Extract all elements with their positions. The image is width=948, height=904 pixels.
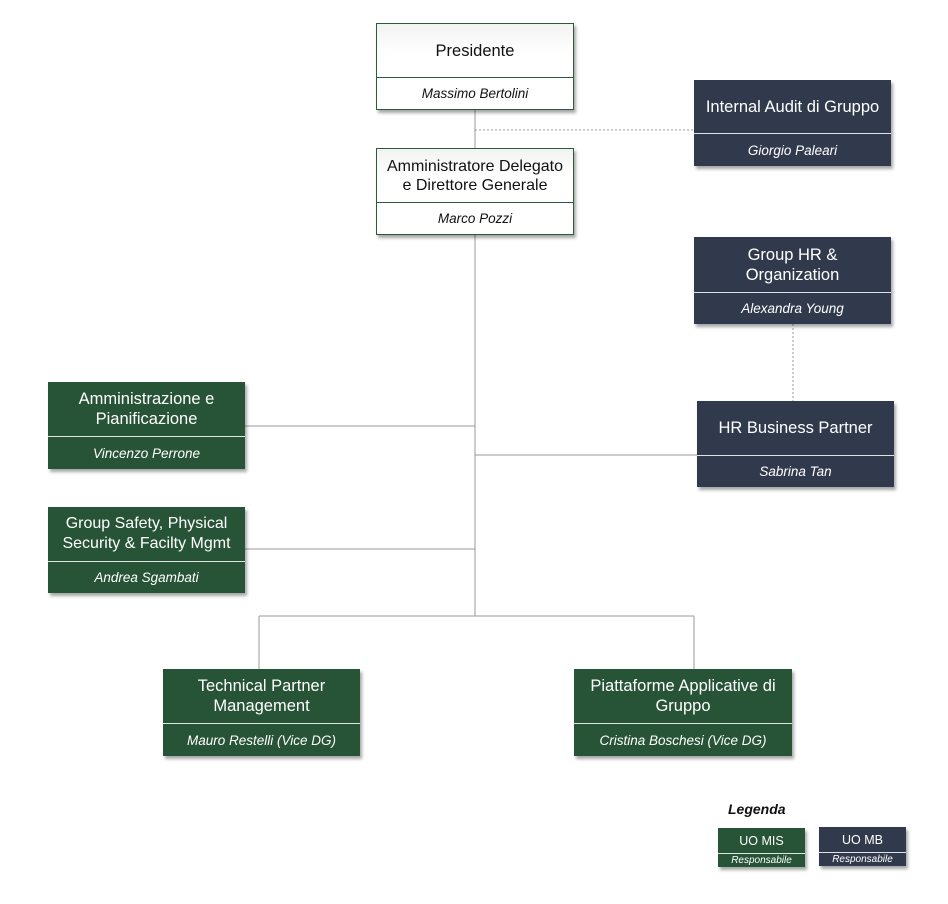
node-group-hr: Group HR & Organization Alexandra Young [694,237,891,324]
node-title: Group HR & Organization [745,245,840,284]
legend-label: UO MIS [739,833,784,848]
node-name: Massimo Bertolini [377,77,573,109]
node-name: Mauro Restelli (Vice DG) [163,723,360,756]
node-title: Group Safety, Physical Security & Facilt… [62,515,231,552]
legend-sub: Responsabile [819,852,906,866]
node-title: Piattaforme Applicative di Gruppo [590,677,776,715]
node-name: Cristina Boschesi (Vice DG) [574,723,792,756]
node-name: Sabrina Tan [697,455,894,487]
node-technical-partner: Technical Partner Management Mauro Reste… [163,669,360,756]
node-name: Alexandra Young [694,292,891,324]
legend-uo-mb: UO MB Responsabile [819,827,906,866]
node-title: Presidente [377,24,573,77]
node-name: Marco Pozzi [377,202,573,234]
node-presidente: Presidente Massimo Bertolini [376,23,574,110]
legend-title: Legenda [728,801,786,817]
legend-sub: Responsabile [718,853,805,867]
node-ad-dg: Amministratore Delegato e Direttore Gene… [376,148,574,235]
legend-label: UO MB [842,832,883,847]
node-name: Giorgio Paleari [694,133,891,166]
node-title: HR Business Partner [718,419,873,437]
node-name: Andrea Sgambati [48,561,245,593]
node-title: Amministratore Delegato e Direttore Gene… [377,149,573,202]
node-amministrazione: Amministrazione e Pianificazione Vincenz… [48,382,245,469]
node-internal-audit: Internal Audit di Gruppo Giorgio Paleari [694,80,891,166]
node-piattaforme: Piattaforme Applicative di Gruppo Cristi… [574,669,792,756]
node-title: Internal Audit di Gruppo [705,97,880,116]
node-title: Technical Partner Management [197,677,326,715]
node-title: Amministrazione e Pianificazione [78,390,215,428]
legend-uo-mis: UO MIS Responsabile [718,828,805,867]
node-hr-business-partner: HR Business Partner Sabrina Tan [697,401,894,487]
node-group-safety: Group Safety, Physical Security & Facilt… [48,507,245,593]
node-name: Vincenzo Perrone [48,436,245,469]
